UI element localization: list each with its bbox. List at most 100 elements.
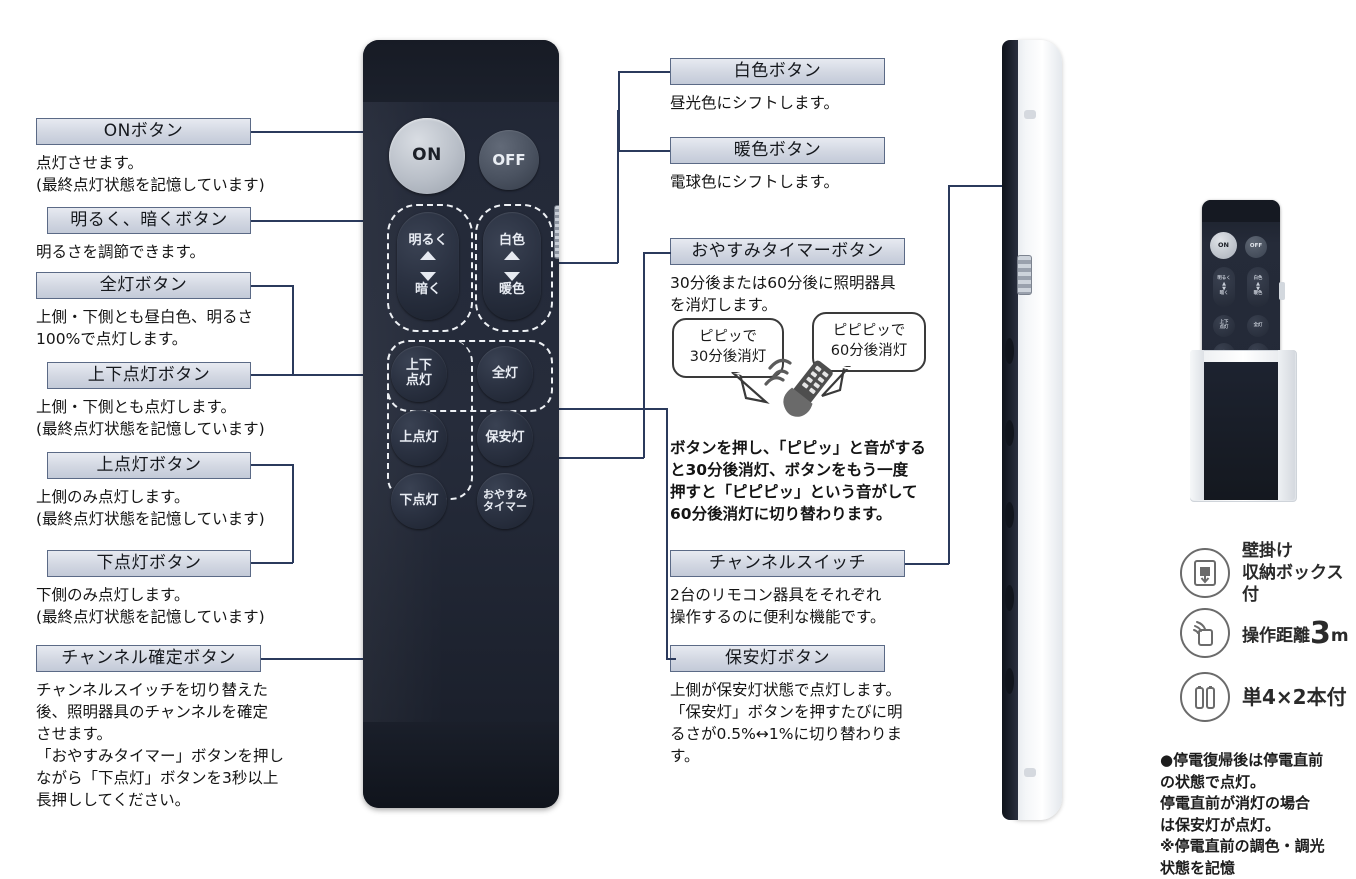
range-unit: m (1330, 625, 1349, 646)
thumb-remote-top (1202, 200, 1280, 222)
desc-down-light-button: 下側のみ点灯します。 (最終点灯状態を記憶しています) (36, 586, 265, 626)
side-view-button-bump-4 (1005, 585, 1014, 611)
spec-battery: 単4×2本付 (1180, 672, 1347, 722)
signal-range-icon (1180, 608, 1230, 658)
side-view-button-bump-2 (1005, 420, 1014, 446)
connector-channel-switch-a (905, 563, 949, 565)
label-all-light-button: 全灯ボタン (36, 272, 251, 299)
thumb-updown-light-button[interactable]: 上下 点灯 (1213, 315, 1235, 337)
remote-bottom-band (363, 722, 559, 808)
bubble-30min-tail (731, 372, 770, 404)
thumb-on-button[interactable]: ON (1210, 232, 1237, 259)
remote-sleep-timer-button[interactable]: おやすみ タイマー (477, 473, 533, 529)
brighter-label: 明るく (408, 233, 448, 249)
holder-right-rail (1278, 350, 1295, 500)
desc-channel-confirm-button: チャンネルスイッチを切り替えた 後、照明器具のチャンネルを確定 させます。 「お… (36, 681, 285, 809)
hand-holding-remote-icon (764, 358, 833, 417)
connector-sleep-timer-a (511, 457, 644, 459)
arrow-down-icon (504, 272, 520, 281)
desc-channel-switch: 2台のリモコン器具をそれぞれ 操作するのに便利な機能です。 (670, 586, 886, 626)
label-white-color-button: 白色ボタン (670, 58, 885, 85)
connector-bright (251, 220, 394, 222)
label-text: 全灯ボタン (99, 275, 188, 295)
label-sleep-timer-button: おやすみタイマーボタン (670, 238, 905, 265)
side-view-body (1010, 40, 1062, 820)
connector-night-light-a (521, 408, 667, 410)
side-view-button-bump-3 (1005, 502, 1014, 528)
bubble-30min: ピピッで 30分後消灯 (672, 318, 784, 378)
thumb-brightness-button[interactable]: 明るく ▲▼ 暗く (1213, 267, 1235, 307)
remote-control-front: ON OFF 明るく 暗く 白色 暖色 上下 点灯 全灯 上点灯 保安灯 下点灯… (363, 40, 559, 808)
updown-light-label: 上下 点灯 (405, 358, 432, 388)
range-text: 操作距離3m (1242, 615, 1349, 651)
remote-on-button[interactable]: ON (389, 118, 465, 194)
note-memory: ※停電直前の調色・調光 状態を記憶 (1160, 814, 1350, 879)
white-label: 白色 (498, 233, 525, 249)
note-text: 停電直前の調色・調光 状態を記憶 (1160, 836, 1325, 877)
side-view-channel-switch[interactable] (1017, 255, 1032, 295)
label-text: 白色ボタン (733, 61, 822, 81)
desc-sleep-timer-button: 30分後または60分後に照明器具 を消灯します。 (670, 274, 896, 314)
on-button-label: ON (412, 145, 442, 166)
connector-color-trunk (618, 71, 620, 151)
remote-down-light-button[interactable]: 下点灯 (391, 473, 447, 529)
side-view-nub-bottom (1024, 768, 1036, 777)
thumb-channel-switch[interactable] (1279, 282, 1285, 300)
connector-warm-color (618, 150, 670, 152)
label-bright-dark-button: 明るく、暗くボタン (47, 207, 251, 234)
label-text: ONボタン (103, 121, 184, 141)
label-on-button: ONボタン (36, 118, 251, 145)
arrow-up-icon (504, 251, 520, 260)
connector-all-light-b (292, 285, 294, 375)
remote-up-light-button[interactable]: 上点灯 (391, 410, 447, 466)
connector-sleep-timer-b (643, 252, 645, 458)
dash-group-brightness (387, 204, 473, 332)
arrow-down-icon (420, 272, 436, 281)
label-channel-confirm-button: チャンネル確定ボタン (36, 645, 261, 672)
wall-mount-box-icon (1180, 548, 1230, 599)
label-text: チャンネル確定ボタン (61, 648, 236, 668)
desc-white-color-button: 昼光色にシフトします。 (670, 94, 839, 112)
night-light-label: 保安灯 (485, 429, 525, 445)
up-light-label: 上点灯 (399, 429, 439, 445)
desc-night-light-button: 上側が保安灯状態で点灯します。 「保安灯」ボタンを押すたびに明 るさが0.5%↔… (670, 681, 903, 765)
label-text: チャンネルスイッチ (709, 553, 866, 573)
connector-night-light-c (666, 658, 676, 660)
label-night-light-button: 保安灯ボタン (670, 645, 885, 672)
label-up-light-button: 上点灯ボタン (47, 452, 251, 479)
connector-channel-switch-b (948, 185, 950, 564)
remote-channel-switch[interactable] (554, 205, 559, 259)
dash-group-color (475, 204, 553, 332)
label-warm-color-button: 暖色ボタン (670, 137, 885, 164)
label-down-light-button: 下点灯ボタン (47, 550, 251, 577)
note-marker: ● (1160, 750, 1174, 769)
connector-on (251, 131, 414, 133)
thumb-color-button[interactable]: 白色 ▲▼ 暖色 (1247, 267, 1269, 307)
bubble-60min-text: ピピピッで 60分後消灯 (830, 323, 908, 359)
remote-all-light-button[interactable]: 全灯 (477, 346, 533, 402)
sleep-timer-label: おやすみ タイマー (483, 487, 527, 513)
remote-updown-light-button[interactable]: 上下 点灯 (391, 346, 447, 402)
remote-brightness-button[interactable]: 明るく 暗く (397, 212, 459, 320)
connector-up-light-b (292, 464, 294, 563)
note-power-outage: ●停電復帰後は停電直前 の状態で点灯。 停電直前が消灯の場合 は保安灯が点灯。 (1160, 728, 1350, 837)
remote-in-wall-holder: ON OFF 明るく ▲▼ 暗く 白色 ▲▼ 暖色 上下 点灯 全灯 上点灯 保… (1190, 200, 1297, 502)
remote-off-button[interactable]: OFF (479, 130, 539, 190)
desc-all-light-button: 上側・下側とも昼白色、明るさ 100%で点灯します。 (36, 308, 254, 348)
note-marker: ※ (1160, 836, 1175, 855)
down-light-label: 下点灯 (399, 492, 439, 508)
battery-icon (1180, 672, 1230, 722)
all-light-label: 全灯 (491, 365, 518, 381)
thumb-all-light-button[interactable]: 全灯 (1247, 315, 1269, 337)
thumb-off-button[interactable]: OFF (1245, 236, 1267, 258)
bubble-60min-tail (821, 366, 851, 398)
connector-down-light (251, 562, 293, 564)
label-updown-light-button: 上下点灯ボタン (47, 362, 251, 389)
desc-sleep-timer-detail: ボタンを押し、「ピピッ」と音がする と30分後消灯、ボタンをもう一度 押すと「ピ… (670, 439, 926, 523)
label-text: 保安灯ボタン (725, 648, 830, 668)
remote-night-light-button[interactable]: 保安灯 (477, 410, 533, 466)
label-text: おやすみタイマーボタン (691, 241, 884, 261)
remote-color-button[interactable]: 白色 暖色 (483, 212, 541, 320)
note-text: 停電復帰後は停電直前 の状態で点灯。 停電直前が消灯の場合 は保安灯が点灯。 (1160, 750, 1324, 834)
connector-night-light-b (666, 408, 668, 659)
